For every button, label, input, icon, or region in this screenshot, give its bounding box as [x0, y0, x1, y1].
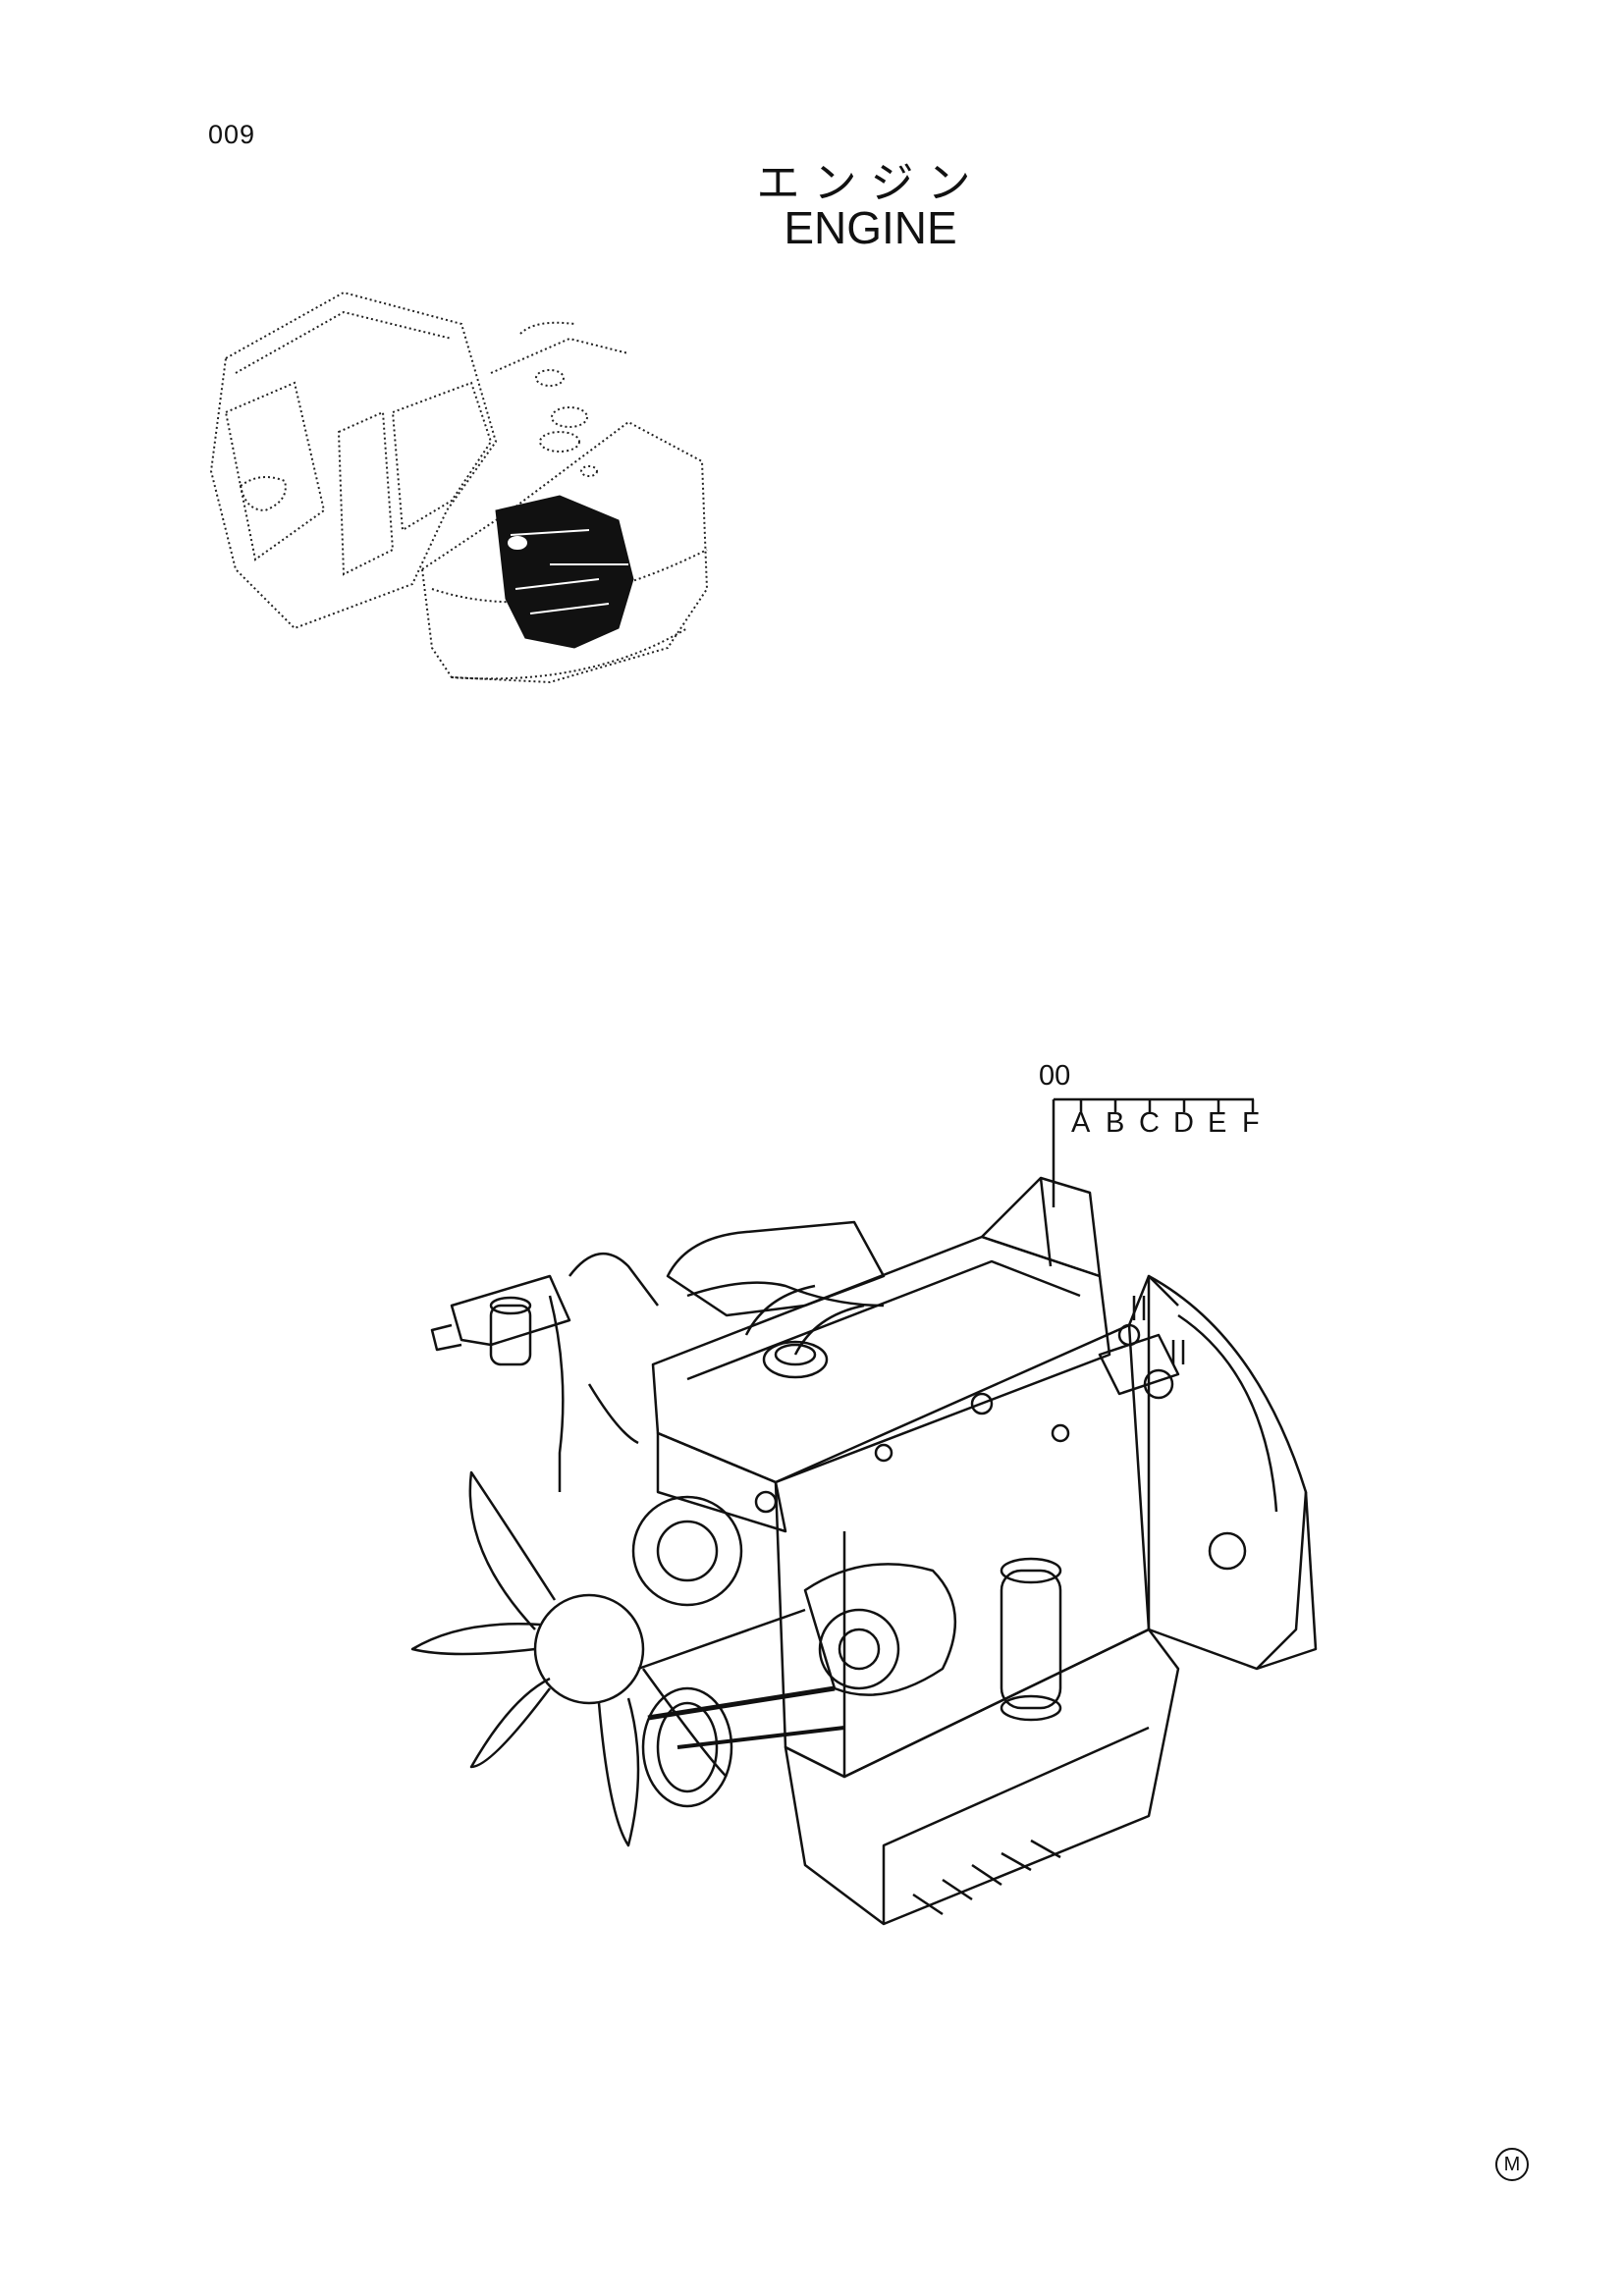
callout-variant-c: C [1139, 1107, 1160, 1139]
footer-circled-mark: M [1495, 2148, 1529, 2181]
callout-part-number: 00 [1039, 1060, 1071, 1092]
callout-variant-f: F [1242, 1107, 1260, 1139]
callout-variant-b: B [1106, 1107, 1125, 1139]
page-title-english: ENGINE [784, 202, 957, 253]
callout-variant-e: E [1208, 1107, 1227, 1139]
callout-variant-d: D [1173, 1107, 1194, 1139]
page-title-japanese: エンジン [756, 158, 985, 208]
page-number: 009 [208, 120, 256, 149]
callout-variant-a: A [1071, 1107, 1091, 1139]
